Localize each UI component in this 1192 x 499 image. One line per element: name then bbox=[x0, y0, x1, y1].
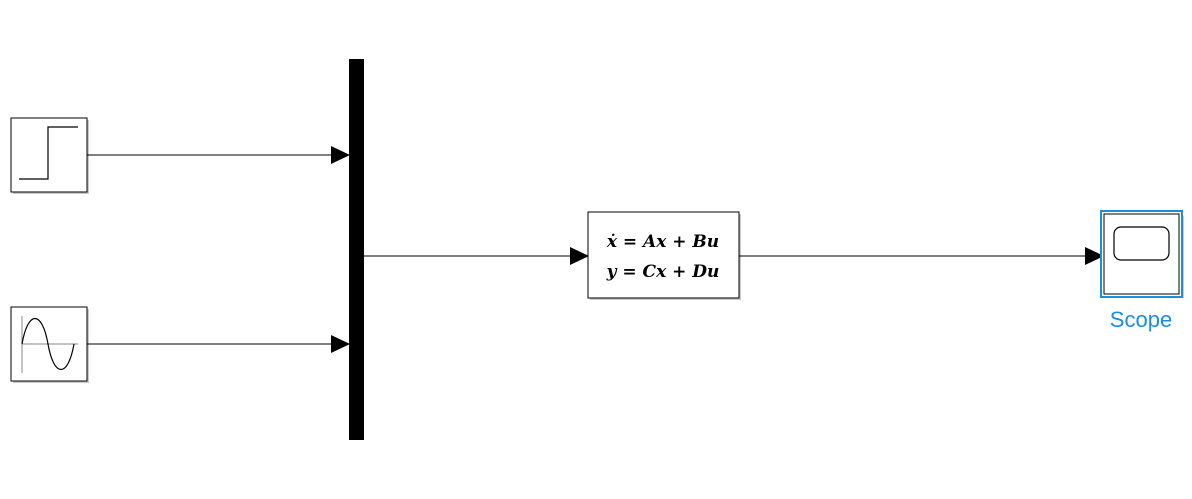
sine-wave-block[interactable] bbox=[10, 306, 89, 383]
scope-block[interactable]: Scope bbox=[1100, 210, 1184, 332]
signal-step-to-mux[interactable] bbox=[87, 146, 350, 164]
scope-label: Scope bbox=[1110, 307, 1172, 332]
step-icon bbox=[19, 126, 78, 180]
state-space-block[interactable]: ẋ = Ax + Bu y = Cx + Du bbox=[587, 211, 741, 300]
signal-sine-to-mux[interactable] bbox=[87, 335, 350, 353]
mux-bar bbox=[349, 59, 364, 440]
state-equation: ẋ = Ax + Bu bbox=[606, 232, 719, 252]
mux-block[interactable] bbox=[349, 59, 364, 440]
output-equation: y = Cx + Du bbox=[606, 262, 720, 282]
step-block[interactable] bbox=[10, 117, 89, 194]
scope-screen-icon bbox=[1113, 226, 1170, 261]
signal-state-space-to-scope[interactable] bbox=[739, 247, 1104, 265]
sine-wave-icon bbox=[21, 316, 78, 373]
signal-mux-to-state-space[interactable] bbox=[364, 247, 589, 265]
